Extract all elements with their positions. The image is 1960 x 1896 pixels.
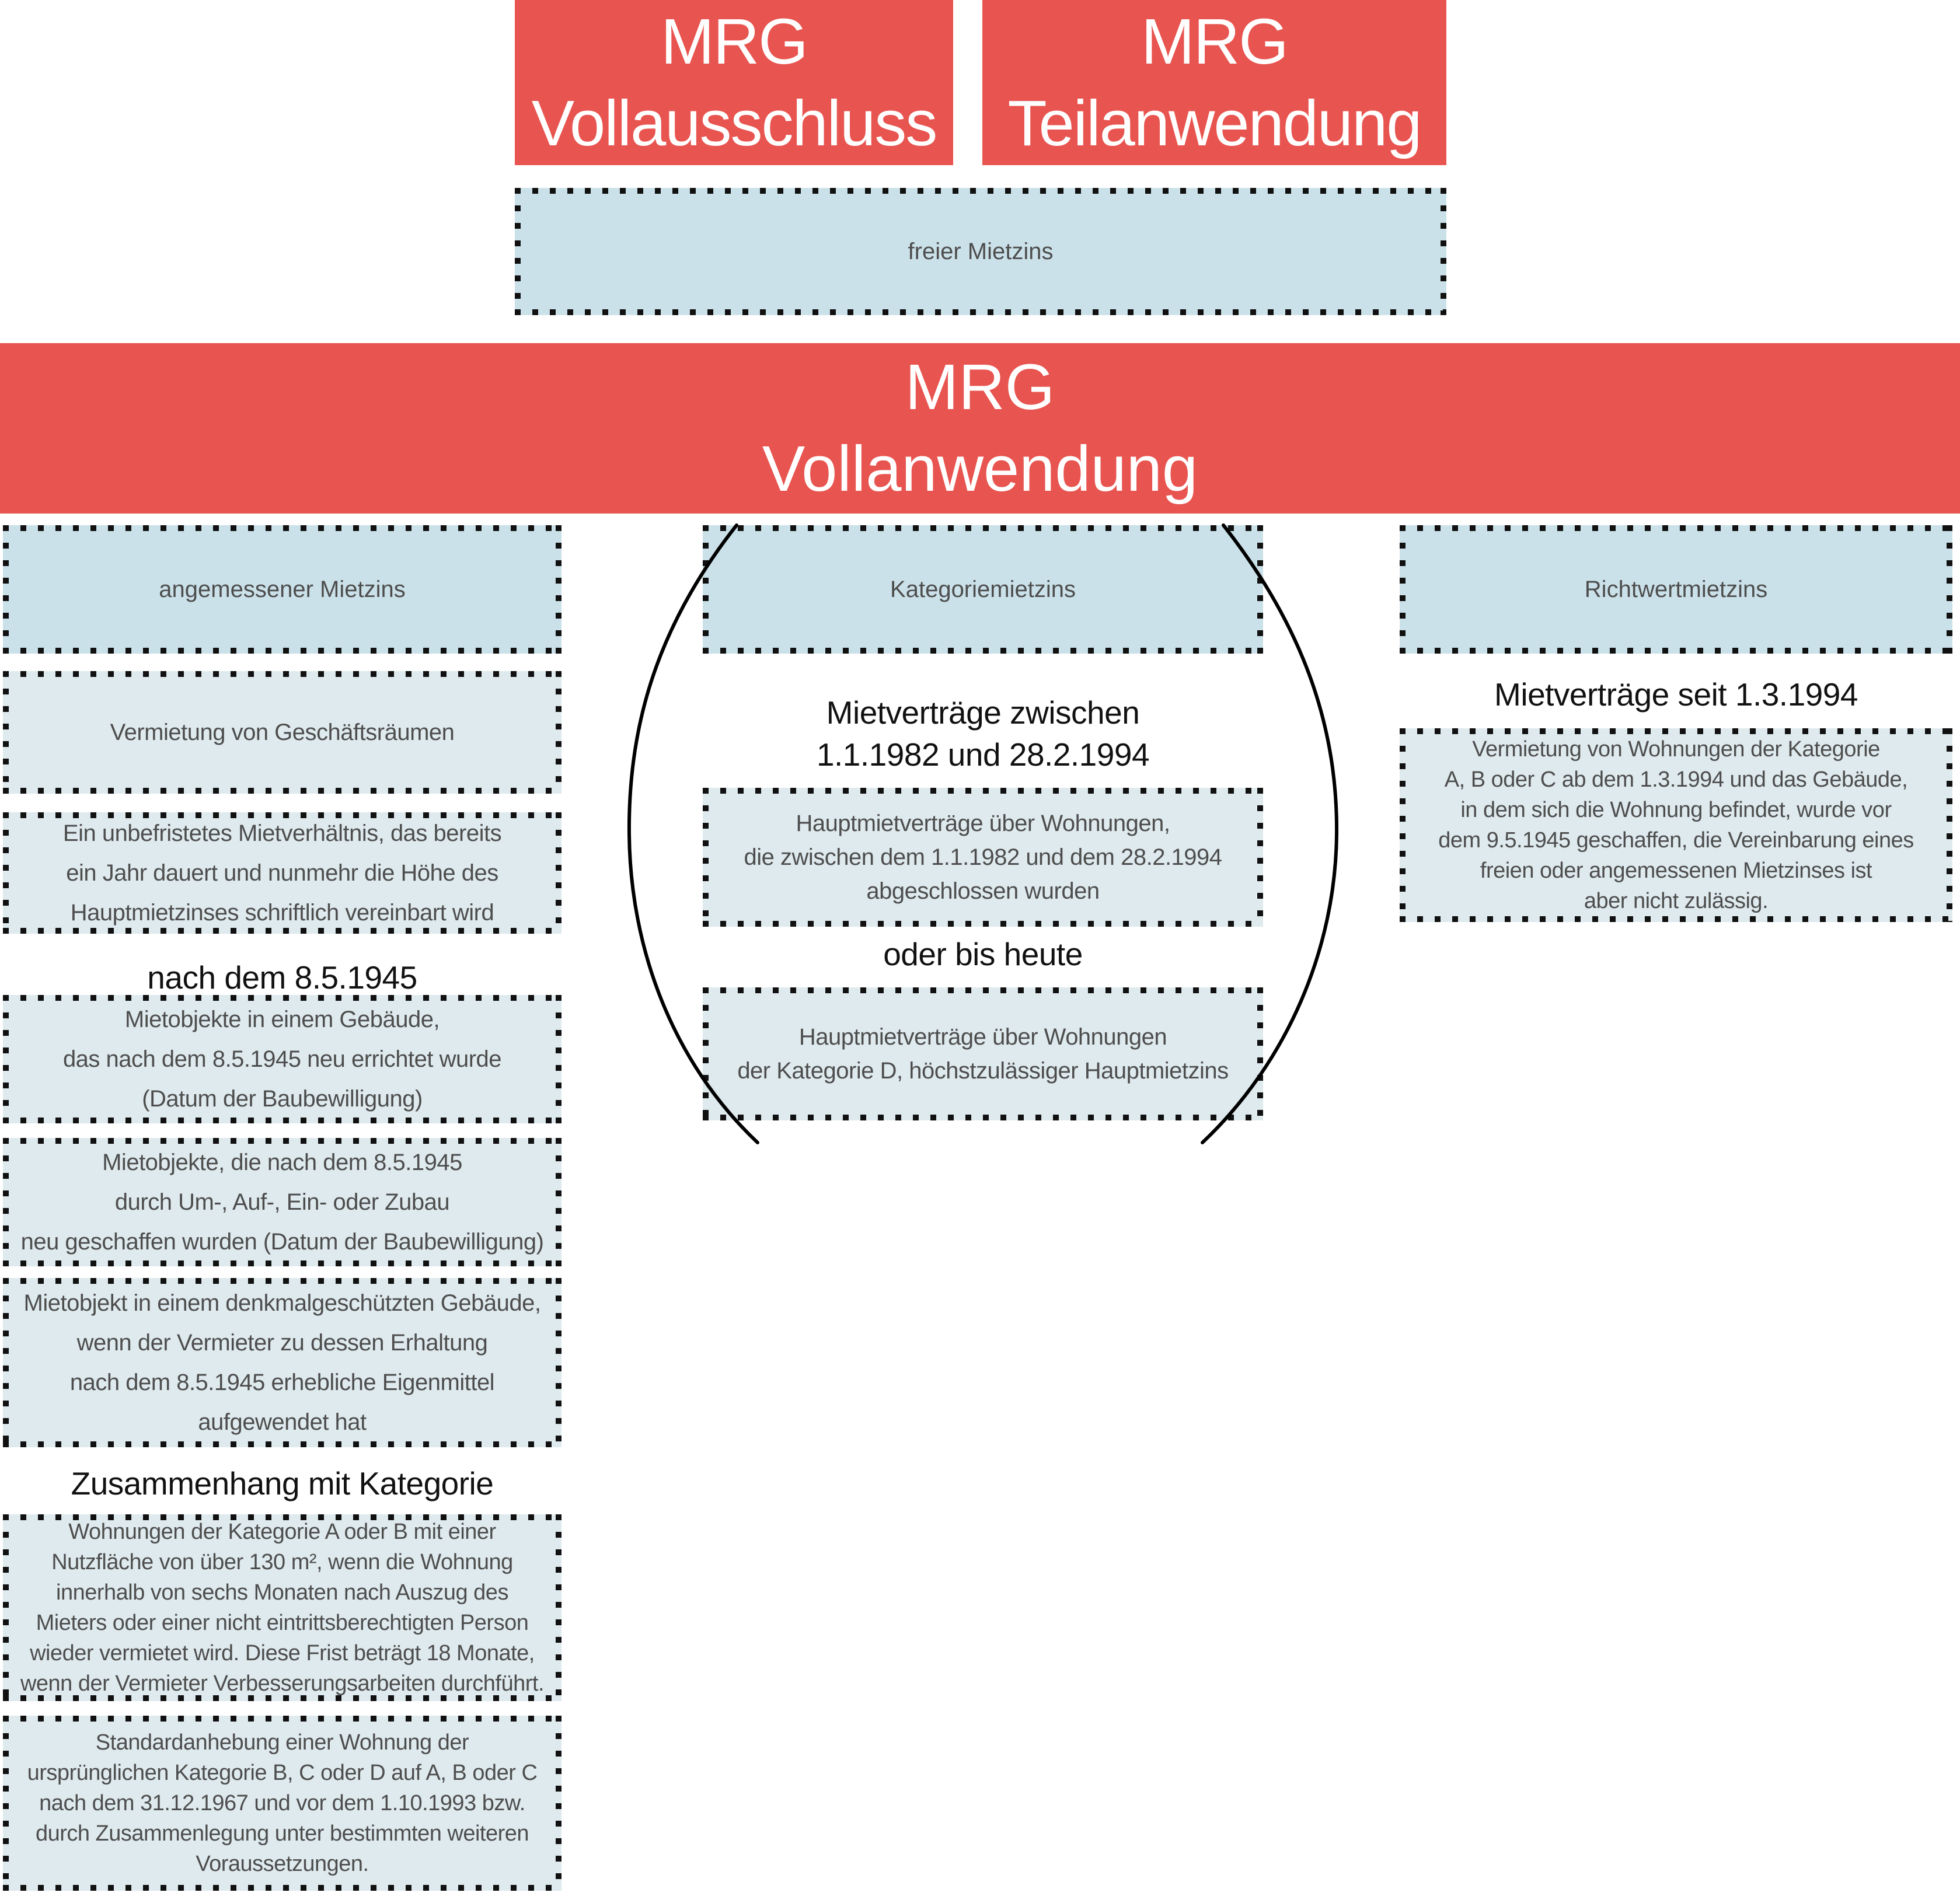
left-parenthesis-curve bbox=[627, 523, 759, 1144]
right-parenthesis-curve bbox=[1201, 523, 1339, 1144]
box-denkmalgeschuetztes-gebaeude: Mietobjekt in einem denkmalgeschützten G… bbox=[3, 1278, 562, 1447]
box-angemessener-mietzins: angemessener Mietzins bbox=[3, 525, 562, 654]
box-unbefristetes-mietverhaeltnis: Ein unbefristetes Mietverhältnis, das be… bbox=[3, 812, 562, 934]
box-standardanhebung: Standardanhebung einer Wohnung der urspr… bbox=[3, 1716, 562, 1891]
box-mrg-teilanwendung: MRG Teilanwendung bbox=[982, 0, 1446, 165]
box-richtwertmietzins: Richtwertmietzins bbox=[1400, 525, 1952, 654]
box-freier-mietzins: freier Mietzins bbox=[515, 188, 1446, 315]
box-vermietung-geschaeftsraeume: Vermietung von Geschäftsräumen bbox=[3, 671, 562, 794]
box-vermietung-kategorie-abc: Vermietung von Wohnungen der Kategorie A… bbox=[1400, 728, 1952, 922]
box-mietobjekte-neu-errichtet: Mietobjekte in einem Gebäude, das nach d… bbox=[3, 995, 562, 1123]
box-hauptmietvertraege-1982-1994: Hauptmietverträge über Wohnungen, die zw… bbox=[703, 788, 1263, 927]
heading-mietvertraege-1982-1994: Mietverträge zwischen 1.1.1982 und 28.2.… bbox=[816, 694, 1150, 773]
box-kategorie-a-b-nutzflaeche: Wohnungen der Kategorie A oder B mit ein… bbox=[3, 1514, 562, 1701]
parentheses-graphic bbox=[627, 523, 1339, 1144]
banner-mrg-vollanwendung: MRG Vollanwendung bbox=[0, 343, 1960, 514]
box-mietobjekte-zubau: Mietobjekte, die nach dem 8.5.1945 durch… bbox=[3, 1138, 562, 1266]
heading-zusammenhang-mit-kategorie: Zusammenhang mit Kategorie bbox=[71, 1465, 494, 1502]
heading-nach-dem-8-5-1945: nach dem 8.5.1945 bbox=[147, 959, 417, 996]
heading-mietvertraege-seit-1994: Mietverträge seit 1.3.1994 bbox=[1494, 676, 1858, 713]
box-kategoriemietzins: Kategoriemietzins bbox=[703, 525, 1263, 654]
heading-oder-bis-heute: oder bis heute bbox=[883, 936, 1083, 972]
box-mrg-vollausschluss: MRG Vollausschluss bbox=[515, 0, 953, 165]
box-kategorie-d-hauptmietzins: Hauptmietverträge über Wohnungen der Kat… bbox=[703, 987, 1263, 1120]
